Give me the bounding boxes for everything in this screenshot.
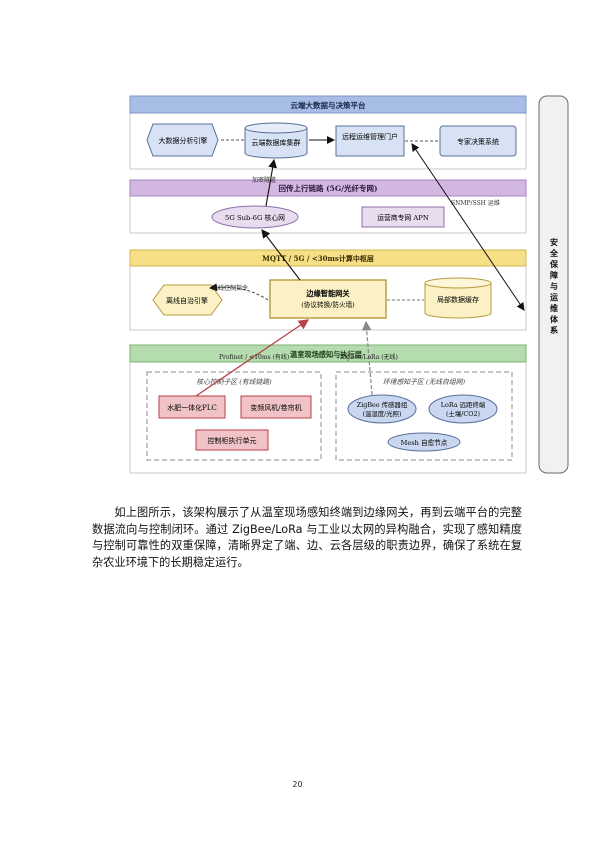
wireless-zone-title: 环境感知子区 (无线自组网): [383, 378, 466, 386]
analytics-engine-label: 大数据分析引擎: [159, 136, 208, 145]
cloud-layer-title: 云端大数据与决策平台: [291, 100, 366, 110]
zigbee-lora-label: ZigBee/LoRa (无线): [340, 353, 398, 361]
control-cabinet-label: 控制柜执行单元: [208, 436, 257, 445]
fertigation-plc-label: 水肥一体化PLC: [167, 403, 217, 412]
security-ops-label: 安全保障与运维体系: [549, 237, 559, 335]
uplink-layer-title: 回传上行链路 (5G/光纤专网): [278, 183, 377, 193]
plc-to-gateway-arrow: [195, 319, 310, 397]
offline-control-arrow: [209, 283, 269, 301]
encrypted-tunnel-label: 加密隧道: [252, 176, 276, 184]
local-cache-node: 局部数据缓存: [424, 277, 492, 319]
fan-roller-node: 变频风机/卷帘机: [240, 395, 312, 419]
lora-terminal-node: LoRa 远距终端 (土壤/CO2): [428, 394, 498, 424]
edge-layer-title: MQTT / 5G / <30ms计算中枢层: [262, 254, 374, 263]
offline-engine-label: 离线自治引擎: [166, 296, 208, 305]
figure-description: 如上图所示，该架构展示了从温室现场感知终端到边缘网关，再到云端平台的完整数据流向…: [92, 506, 522, 569]
edge-gateway-node: 边缘智能网关 (协议转换/防火墙): [269, 279, 387, 319]
fertigation-plc-node: 水肥一体化PLC: [158, 395, 226, 419]
gateway-to-core-arrow: [261, 229, 301, 281]
carrier-apn-label: 运营商专网 APN: [377, 213, 429, 222]
lora-terminal-sublabel: (土壤/CO2): [446, 409, 480, 418]
ops-portal-node: 远程运维管理门户: [335, 125, 405, 157]
wireless-sensing-zone: 环境感知子区 (无线自组网) ZigBee 传感器组 (温湿度/光照) LoRa…: [335, 371, 513, 461]
security-ops-panel: 安全保障与运维体系: [538, 95, 569, 474]
edge-gateway-subtitle: (协议转换/防火墙): [301, 300, 355, 309]
sensors-to-gateway-arrow: [361, 320, 373, 396]
analytics-engine-node: 大数据分析引擎: [146, 123, 219, 157]
expert-system-label: 专家决策系统: [457, 137, 499, 146]
mesh-node-label: Mesh 自愈节点: [401, 438, 448, 447]
profinet-label: Profinet / <10ms (有线): [219, 353, 289, 361]
zigbee-sensor-node: ZigBee 传感器组 (温湿度/光照): [347, 394, 417, 424]
core-network-label: 5G Sub-6G 核心网: [225, 213, 285, 222]
core-network-node: 5G Sub-6G 核心网: [211, 205, 299, 229]
connectors: 加密隧道 SNMP/SSH 运维 离线控制指令 Profinet / <10ms…: [195, 136, 525, 397]
local-cache-label: 局部数据缓存: [437, 295, 479, 304]
page-number: 20: [292, 780, 303, 789]
offline-control-label: 离线控制指令: [212, 284, 248, 292]
field-layer: 温室现场感知与执行层 核心控制子区 (有线链路) 水肥一体化PLC 变频风机/卷…: [129, 344, 527, 474]
wired-zone-title: 核心控制子区 (有线链路): [196, 378, 272, 386]
snmp-ops-arrow: [411, 143, 525, 311]
carrier-apn-node: 运营商专网 APN: [361, 206, 445, 228]
cloud-layer: 云端大数据与决策平台 大数据分析引擎 云端数据库集群 远程运维管理门户 专家决策…: [129, 95, 527, 170]
edge-layer: MQTT / 5G / <30ms计算中枢层 离线自治引擎 边缘智能网关 (协议…: [129, 249, 527, 331]
zigbee-sensor-sublabel: (温湿度/光照): [362, 409, 401, 418]
control-cabinet-node: 控制柜执行单元: [195, 429, 269, 451]
expert-system-node: 专家决策系统: [439, 125, 517, 157]
cloud-database-label: 云端数据库集群: [252, 138, 301, 147]
lora-terminal-label: LoRa 远距终端: [441, 400, 486, 409]
fan-roller-label: 变频风机/卷帘机: [250, 403, 301, 412]
field-layer-title: 温室现场感知与执行层: [289, 350, 362, 359]
core-to-db-arrow: [265, 158, 278, 207]
mesh-node: Mesh 自愈节点: [387, 432, 461, 452]
edge-gateway-title: 边缘智能网关: [305, 289, 350, 298]
snmp-ops-label: SNMP/SSH 运维: [451, 199, 500, 207]
zigbee-sensor-label: ZigBee 传感器组: [357, 400, 408, 409]
wired-control-zone: 核心控制子区 (有线链路) 水肥一体化PLC 变频风机/卷帘机 控制柜执行单元: [146, 371, 322, 461]
cloud-database-node: 云端数据库集群: [244, 122, 308, 159]
ops-portal-label: 远程运维管理门户: [342, 132, 398, 141]
